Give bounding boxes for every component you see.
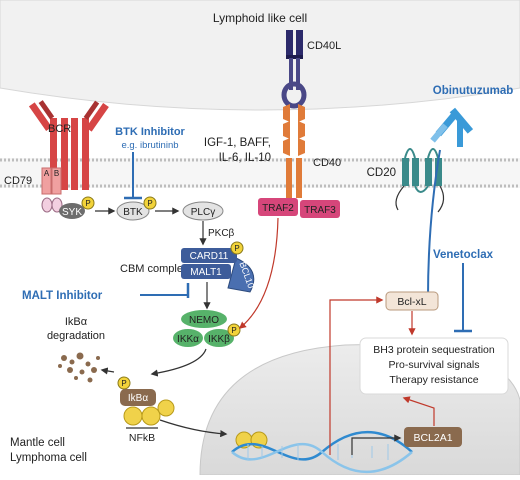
ikk-to-ikba-arrow	[150, 348, 207, 377]
dna-rungs	[247, 444, 389, 460]
effects-line3: Therapy resistance	[389, 374, 478, 386]
lymphoid-cell-region	[0, 0, 520, 111]
obinutuzumab-label: Obinutuzumab	[433, 85, 514, 97]
ikba-node	[120, 389, 156, 406]
ikka-label: IKKα	[177, 334, 199, 345]
effects-box	[359, 337, 509, 395]
pkcb-label: PKCβ	[208, 228, 235, 239]
cd40l-stalk-left	[289, 58, 293, 90]
ikkb-phospho-icon	[227, 323, 241, 337]
ikba-degradation-label-line1: IkBα	[65, 316, 88, 328]
btk-label: BTK	[123, 207, 143, 218]
bcl2a1-label: BCL2A1	[413, 432, 452, 444]
syk-label: SYK	[62, 207, 82, 218]
traf2-node	[258, 198, 298, 216]
bcl2a1-node	[404, 427, 462, 447]
cd20-receptor	[395, 148, 445, 213]
cytokines-label-line1: IGF-1, BAFF,	[204, 137, 271, 149]
nfkb-label: NFkB	[129, 432, 155, 444]
cd40l-trimer	[281, 81, 307, 109]
traf3-label: TRAF3	[304, 205, 336, 216]
card11-phospho-icon	[230, 241, 244, 255]
malt1-label: MALT1	[190, 267, 222, 278]
ikkb-phospho-label: P	[231, 326, 236, 335]
cd79-label: CD79	[4, 175, 32, 187]
cd20-label: CD20	[367, 167, 396, 179]
cd40-label: CD40	[313, 157, 341, 169]
lymphoid-cell-label: Lymphoid like cell	[213, 11, 307, 25]
malt1-node	[181, 264, 231, 279]
card11-node	[181, 248, 237, 263]
nemo-label: NEMO	[189, 315, 219, 326]
cd40l-arm-left	[286, 30, 293, 56]
dna-strand-2	[231, 443, 413, 473]
plcg-label: PLCγ	[191, 207, 215, 218]
venetoclax-label: Venetoclax	[433, 249, 494, 261]
btk-phospho-icon	[143, 196, 157, 210]
bclxl-node	[385, 291, 439, 311]
bcl2a1-to-effects-arrow	[402, 396, 435, 426]
cd40l-arm-right	[296, 30, 303, 56]
btk-inhibitor-example: e.g. ibrutininb	[121, 140, 178, 151]
nfkb-translocation-arrow	[159, 419, 228, 438]
malt-inhibitor-label: MALT Inhibitor	[22, 290, 103, 302]
cd79: A B	[41, 167, 63, 213]
bcr-label: BCR	[48, 123, 71, 135]
effects-line2: Pro-survival signals	[388, 359, 479, 371]
card11-phospho-label: P	[234, 244, 239, 253]
degradation-fragments	[58, 352, 100, 383]
cd40-receptor	[283, 104, 305, 198]
traf2-label: TRAF2	[262, 203, 294, 214]
cd40l-base	[286, 55, 303, 59]
traf3-node	[300, 200, 340, 218]
mantle-cell-label-line1: Mantle cell	[10, 437, 65, 449]
syk-phospho-icon	[81, 196, 95, 210]
ikba-degradation-label-line2: degradation	[47, 330, 105, 342]
bcr-receptor	[28, 100, 109, 190]
cd40l-stalk-right	[296, 58, 300, 90]
ikba-phospho-icon	[117, 376, 131, 390]
obinutuzumab-antibody	[430, 107, 474, 147]
btk-node	[116, 201, 150, 221]
plcg-node	[182, 201, 224, 221]
cd40l-label: CD40L	[307, 40, 341, 52]
transcription-to-bcl2a1-arrow	[351, 434, 402, 455]
card11-label: CARD11	[190, 251, 229, 262]
bclxl-label: Bcl-xL	[397, 296, 426, 308]
transcription-to-bclxl-arrow	[329, 296, 384, 455]
ikba-phospho-label: P	[121, 379, 126, 388]
nfkb-complex	[123, 399, 175, 426]
cytokines-label-line2: IL-6, IL-10	[219, 152, 271, 164]
ikba-label: IkBα	[128, 393, 148, 404]
btk-inhibitor-label: BTK Inhibitor	[115, 126, 185, 138]
ikkb-label: IKKβ	[208, 334, 230, 345]
ikka-node	[173, 329, 203, 347]
traf-to-ikk-arrow	[238, 217, 279, 329]
obinutuzumab-inhibition-line	[427, 149, 441, 299]
nemo-node	[181, 310, 227, 328]
syk-phospho-label: P	[85, 199, 90, 208]
ikkb-node	[204, 329, 234, 347]
cd79-b-label: B	[54, 169, 59, 178]
btk-phospho-label: P	[147, 199, 152, 208]
ikba-to-degradation-arrow	[100, 367, 115, 375]
cbm-complex-label: CBM complex	[120, 263, 189, 275]
syk-node	[59, 203, 85, 219]
bcl10-shape	[227, 257, 255, 293]
effects-line1: BH3 protein sequestration	[373, 344, 495, 356]
mantle-cell-label-line2: Lymphoma cell	[10, 452, 87, 464]
cd79-a-label: A	[44, 169, 50, 178]
